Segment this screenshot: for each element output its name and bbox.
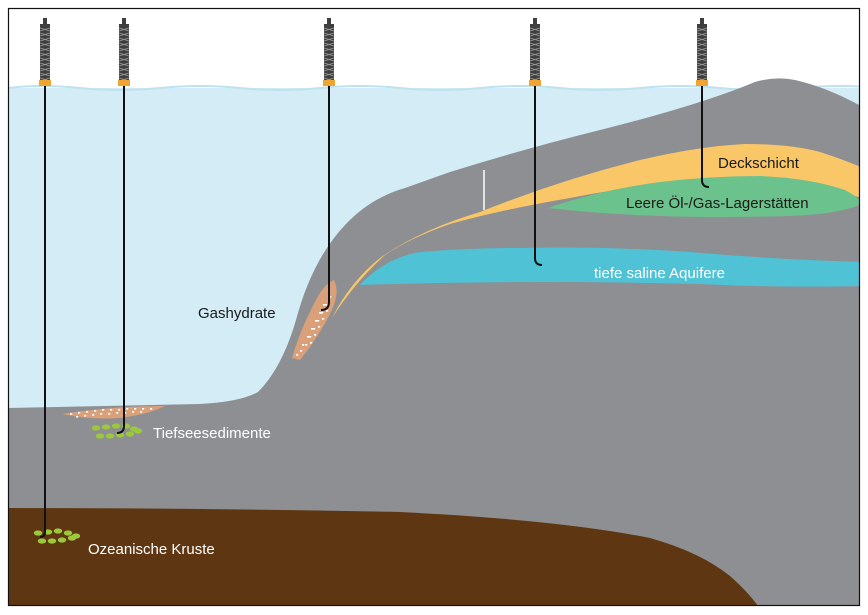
- hydrate-speck: [322, 318, 325, 320]
- oceanic-crust: [8, 508, 758, 606]
- co2-dot: [57, 537, 67, 543]
- co2-dot: [133, 428, 143, 434]
- hydrate-speck: [100, 413, 103, 415]
- hydrate-speck: [94, 410, 97, 412]
- injection-pipe: [701, 86, 710, 188]
- drilling-rig-icon: [118, 18, 130, 86]
- co2-dot: [95, 433, 105, 439]
- hydrate-speck: [102, 409, 105, 411]
- drilling-rig-icon: [696, 18, 708, 86]
- hydrate-speck: [132, 411, 135, 413]
- cap-rock-layer: [332, 144, 860, 318]
- gas-hydrate-zone: [292, 280, 337, 360]
- hydrate-speck: [325, 304, 328, 306]
- hydrate-speck: [124, 412, 127, 414]
- co2-dot: [53, 528, 63, 534]
- hydrate-band: [292, 280, 337, 360]
- hydrate-speck: [76, 416, 79, 418]
- saline-aquifer: [360, 247, 860, 287]
- hydrate-speck: [84, 415, 87, 417]
- hydrate-speck: [70, 413, 73, 415]
- depleted-fields-label: Leere Öl-/Gas-Lagerstätten: [626, 195, 809, 212]
- injection-pipe: [39, 86, 46, 538]
- hydrate-speck: [78, 412, 81, 414]
- hydrate-speck: [329, 296, 332, 298]
- injection-pipes: [39, 86, 710, 538]
- co2-dot: [105, 433, 115, 439]
- hydrate-speck: [311, 328, 314, 330]
- sea-surface: [8, 85, 860, 91]
- sky: [8, 8, 860, 98]
- co2-dot: [91, 425, 101, 431]
- hydrate-speck: [302, 344, 305, 346]
- hydrate-speck: [296, 354, 299, 356]
- hydrate-speck: [309, 336, 312, 338]
- hydrate-speck: [326, 310, 329, 312]
- co2-dot: [111, 423, 121, 429]
- drilling-rigs: [39, 18, 708, 86]
- hydrate-speck: [323, 304, 326, 306]
- hydrate-speck: [150, 408, 153, 410]
- co2-dot: [101, 424, 111, 430]
- co2-deposit-icon: [91, 423, 143, 439]
- hydrate-speck: [142, 408, 145, 410]
- hydrate-speck: [140, 411, 143, 413]
- hydrate-speck: [307, 336, 310, 338]
- hydrate-speck: [300, 350, 303, 352]
- cap-rock-label: Deckschicht: [718, 155, 799, 172]
- drilling-rig-icon: [39, 18, 51, 86]
- drilling-rig-icon: [323, 18, 335, 86]
- hydrate-speck: [116, 412, 119, 414]
- co2-dot: [33, 530, 43, 536]
- injection-pipe: [320, 86, 330, 311]
- co2-dot: [37, 538, 47, 544]
- hydrate-speck: [319, 312, 322, 314]
- co2-dot: [125, 431, 135, 437]
- drilling-rig-icon: [529, 18, 541, 86]
- injection-pipe: [534, 86, 543, 266]
- hydrate-speck: [110, 409, 113, 411]
- hydrate-speck: [321, 312, 324, 314]
- co2-dot: [47, 538, 57, 544]
- hydrate-speck: [86, 411, 89, 413]
- hydrate-speck: [134, 408, 137, 410]
- injection-pipe: [116, 86, 125, 434]
- gas-hydrates-label: Gashydrate: [198, 305, 276, 322]
- hydrate-speck: [305, 344, 308, 346]
- hydrate-speck: [318, 326, 321, 328]
- hydrate-speck: [314, 334, 317, 336]
- saline-aquifers-label: tiefe saline Aquifere: [594, 265, 725, 282]
- hydrate-speck: [317, 320, 320, 322]
- frame-border: [7, 7, 861, 607]
- co2-dot: [67, 535, 77, 541]
- hydrate-band: [62, 406, 165, 419]
- deep-sea-sediments-label: Tiefseesedimente: [153, 425, 271, 442]
- co2-dot: [63, 530, 73, 536]
- hydrate-speck: [313, 328, 316, 330]
- hydrate-speck: [92, 414, 95, 416]
- hydrate-speck: [315, 320, 318, 322]
- oceanic-crust-label: Ozeanische Kruste: [88, 541, 215, 558]
- seafloor-hydrate-zone: [62, 406, 165, 419]
- hydrate-speck: [118, 409, 121, 411]
- hydrate-speck: [126, 408, 129, 410]
- hydrate-speck: [108, 413, 111, 415]
- depleted-gas-field: [548, 176, 860, 217]
- hydrate-speck: [310, 342, 313, 344]
